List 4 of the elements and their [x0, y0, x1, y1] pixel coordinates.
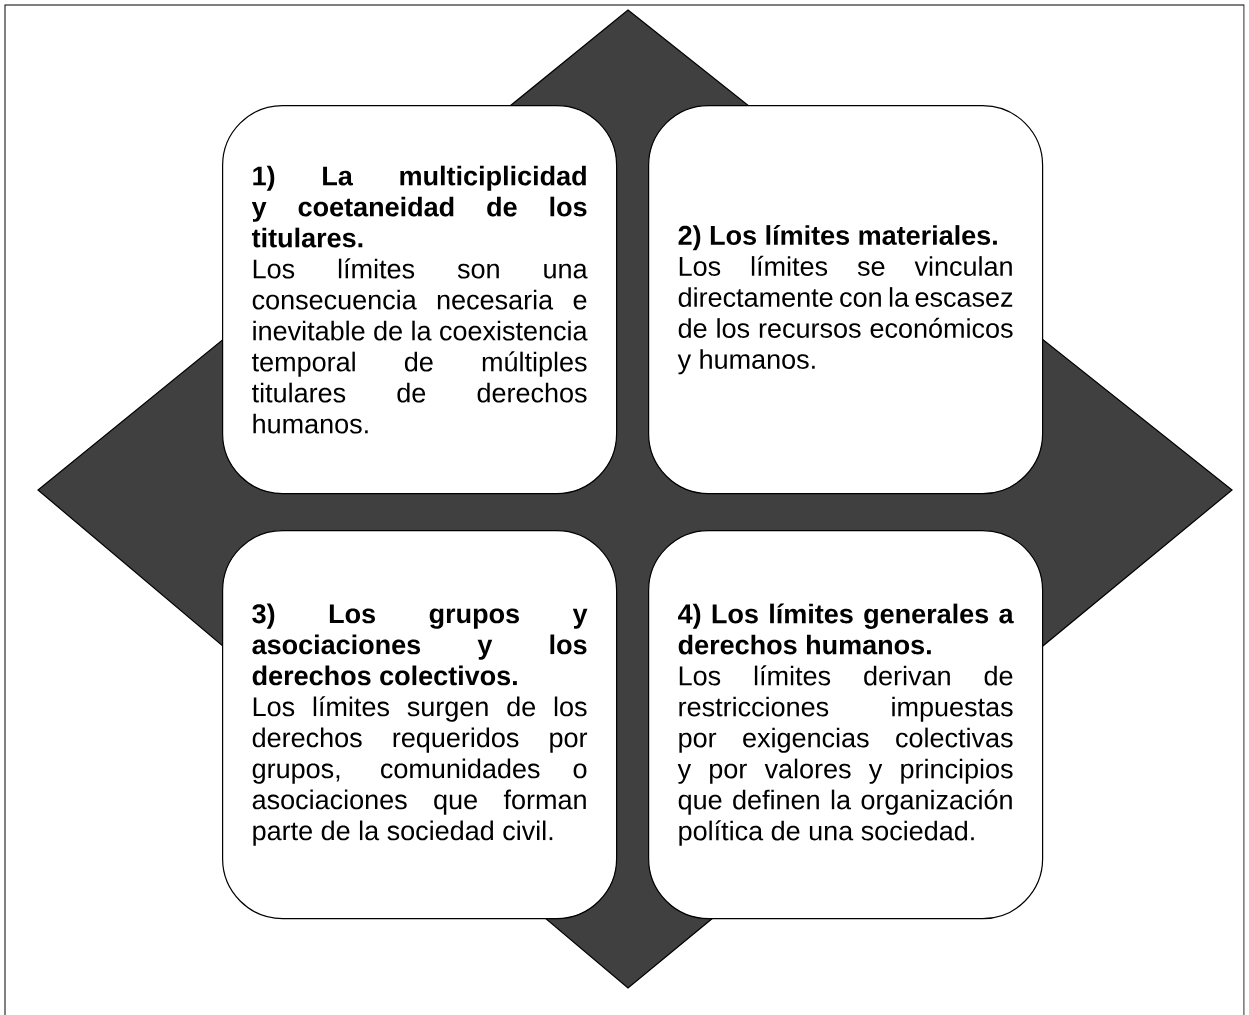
- rounded-box: 4) Los límites generales a derechos humanos. Los límites derivan de restricciones impuestas por exigencias colectivas y por valores y principios que definen la organización política de una sociedad.: [648, 530, 1044, 920]
- rounded-box: 3) Los grupos y asociaciones y los derechos colectivos. Los límites surgen de los derechos requeridos por grupos, comunidades o asociaciones que forman parte de la sociedad civil.: [222, 530, 618, 920]
- rounded-box: 2) Los límites materiales. Los límites se vinculan directamente con la escasez de los recursos económicos y humanos.: [648, 105, 1044, 495]
- rounded-box: 1) La multiciplicidad y coetaneidad de los titulares. Los límites son una consecuencia necesaria e inevitable de la coexistencia temporal de múltiples titulares de derechos humanos.: [222, 105, 618, 495]
